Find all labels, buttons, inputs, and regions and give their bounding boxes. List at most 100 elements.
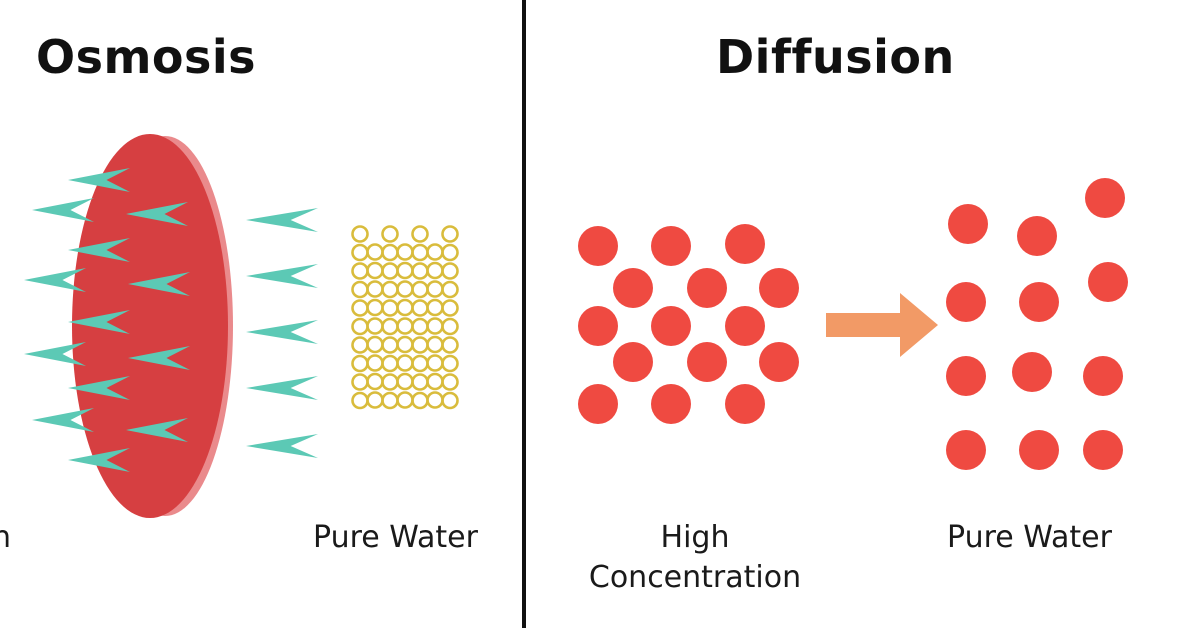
water-molecule-icon bbox=[381, 225, 399, 243]
particle-icon bbox=[1012, 352, 1052, 392]
water-molecule-icon bbox=[426, 298, 444, 317]
water-molecule-icon bbox=[441, 262, 459, 280]
diffusion-pure-water-label: Pure Water bbox=[947, 520, 1112, 555]
water-molecule-icon bbox=[426, 280, 444, 298]
particle-icon bbox=[725, 224, 765, 264]
water-molecule-icon bbox=[441, 243, 459, 262]
particle-icon bbox=[1017, 216, 1057, 256]
water-molecule-icon bbox=[411, 299, 429, 317]
water-molecule-icon bbox=[351, 299, 369, 317]
particle-icon bbox=[946, 356, 986, 396]
water-molecule-icon bbox=[351, 317, 369, 336]
particle-icon bbox=[651, 226, 691, 266]
osmosis-title: Osmosis bbox=[36, 30, 257, 84]
water-molecule-icon bbox=[396, 372, 414, 391]
panel-divider bbox=[522, 0, 526, 628]
water-molecule-icon bbox=[366, 391, 384, 409]
particle-icon bbox=[1083, 430, 1123, 470]
water-molecule-icon bbox=[351, 225, 369, 243]
water-molecule-icon bbox=[366, 298, 384, 317]
particle-icon bbox=[578, 226, 618, 266]
water-molecule-icon bbox=[381, 354, 399, 373]
particle-icon bbox=[946, 430, 986, 470]
left-arrow-icon bbox=[32, 408, 94, 432]
water-molecule-icon bbox=[366, 280, 384, 298]
water-molecule-icon bbox=[426, 261, 444, 280]
left-arrow-icon bbox=[68, 310, 130, 334]
high-concentration-line-1: High bbox=[660, 520, 730, 555]
water-molecule-icon bbox=[426, 391, 444, 409]
water-molecule-icon bbox=[411, 262, 429, 280]
water-molecule-icon bbox=[351, 391, 369, 410]
water-molecule-icon bbox=[351, 373, 369, 391]
water-molecule-icon bbox=[351, 354, 369, 373]
water-molecule-icon bbox=[381, 373, 399, 391]
water-molecule-icon bbox=[426, 354, 444, 372]
high-concentration-particles bbox=[578, 224, 799, 424]
water-molecule-icon bbox=[441, 373, 459, 391]
water-molecule-icon bbox=[396, 243, 414, 261]
left-arrow-icon bbox=[246, 320, 318, 344]
left-arrow-icon bbox=[68, 168, 130, 192]
water-molecule-icon bbox=[426, 372, 444, 391]
particle-icon bbox=[1085, 178, 1125, 218]
left-arrow-icon bbox=[128, 272, 190, 296]
high-concentration-label: High Concentration bbox=[570, 518, 820, 598]
water-molecule-icon bbox=[381, 317, 399, 336]
water-molecule-icon bbox=[381, 336, 399, 354]
water-molecule-icon bbox=[426, 243, 444, 261]
left-arrow-icon bbox=[128, 346, 190, 370]
left-arrow-icon bbox=[246, 264, 318, 288]
osmosis-pure-water-label: Pure Water bbox=[313, 520, 478, 555]
water-molecule-icon bbox=[441, 299, 459, 317]
particle-icon bbox=[759, 268, 799, 308]
diffusion-title: Diffusion bbox=[716, 30, 955, 84]
left-arrow-icon bbox=[246, 208, 318, 232]
water-molecule-icon bbox=[366, 261, 384, 280]
right-arrow-icon bbox=[826, 293, 938, 357]
water-molecule-icon bbox=[396, 391, 414, 409]
water-molecule-icon bbox=[381, 391, 399, 410]
left-arrow-icon bbox=[68, 448, 130, 472]
left-arrow-icon bbox=[24, 268, 86, 292]
particle-icon bbox=[1019, 282, 1059, 322]
left-arrow-icon bbox=[126, 418, 188, 442]
water-molecule-icon bbox=[441, 225, 459, 243]
particle-icon bbox=[948, 204, 988, 244]
left-arrow-icon bbox=[246, 434, 318, 458]
water-molecule-icon bbox=[396, 354, 414, 372]
left-arrow-icon bbox=[68, 376, 130, 400]
osmosis-arrows-incoming bbox=[246, 208, 318, 458]
left-arrow-icon bbox=[24, 342, 86, 366]
water-molecule-icon bbox=[426, 335, 444, 354]
particle-icon bbox=[578, 306, 618, 346]
water-molecule-icon bbox=[396, 280, 414, 298]
water-molecule-icon bbox=[396, 335, 414, 354]
water-molecule-icon bbox=[351, 280, 369, 299]
particle-icon bbox=[687, 268, 727, 308]
water-molecule-icon bbox=[396, 261, 414, 280]
particle-icon bbox=[1019, 430, 1059, 470]
water-molecule-icon bbox=[366, 317, 384, 335]
water-molecule-icon bbox=[426, 317, 444, 335]
water-molecule-icon bbox=[441, 317, 459, 336]
diffused-particles bbox=[946, 178, 1128, 470]
particle-icon bbox=[651, 306, 691, 346]
water-molecule-icon bbox=[411, 317, 429, 336]
water-molecule-icon bbox=[351, 262, 369, 280]
left-arrow-icon bbox=[246, 376, 318, 400]
particle-icon bbox=[613, 268, 653, 308]
particle-icon bbox=[946, 282, 986, 322]
water-molecule-icon bbox=[411, 336, 429, 354]
water-molecule-icon bbox=[441, 280, 459, 299]
water-molecule-icon bbox=[366, 243, 384, 261]
left-arrow-icon bbox=[126, 202, 188, 226]
osmosis-left-label-cut: n bbox=[0, 520, 12, 555]
water-molecule-icon bbox=[411, 354, 429, 373]
water-molecule-icon bbox=[366, 354, 384, 372]
water-molecule-icon bbox=[396, 317, 414, 335]
pure-water-molecules bbox=[351, 225, 459, 410]
water-molecule-icon bbox=[351, 336, 369, 354]
water-molecule-icon bbox=[411, 280, 429, 299]
